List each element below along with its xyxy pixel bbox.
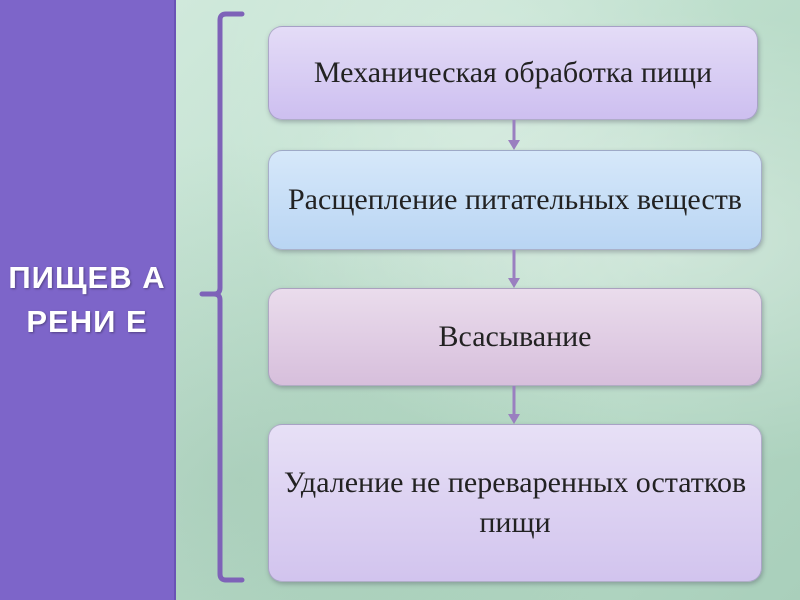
step-nutrient-breakdown: Расщепление питательных веществ <box>268 150 762 250</box>
step-mechanical-processing: Механическая обработка пищи <box>268 26 758 120</box>
step-label: Всасывание <box>438 320 592 353</box>
down-arrow-icon <box>508 120 520 150</box>
down-arrow-icon <box>508 386 520 424</box>
left-title: ПИЩЕВ АРЕНИ Е <box>8 260 166 339</box>
left-bracket <box>199 11 245 583</box>
step-absorption: Всасывание <box>268 288 762 386</box>
step-label: Расщепление питательных веществ <box>288 183 742 216</box>
step-label: Удаление не переваренных остатков пищи <box>283 466 747 539</box>
step-label: Механическая обработка пищи <box>313 56 713 89</box>
down-arrow-icon <box>508 250 520 288</box>
left-title-panel: ПИЩЕВ АРЕНИ Е <box>0 0 176 600</box>
step-waste-removal: Удаление не переваренных остатков пищи <box>268 424 762 582</box>
